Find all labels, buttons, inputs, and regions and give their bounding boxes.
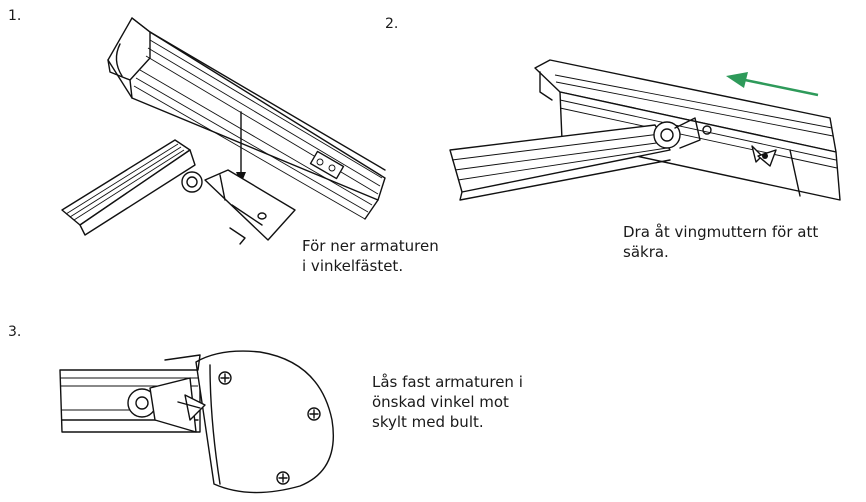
- pivot-joint: [127, 377, 206, 433]
- screw-icons: [218, 371, 321, 485]
- step-2-caption-line-2: säkra.: [623, 243, 669, 261]
- step-3-caption-line-2: önskad vinkel mot: [372, 393, 509, 411]
- wing-nut-icon: [751, 145, 777, 167]
- step-3-caption-line-3: skylt med bult.: [372, 413, 484, 431]
- step-2-number: 2.: [385, 16, 399, 32]
- step-3-number: 3.: [8, 324, 22, 340]
- green-arrow-icon: [726, 72, 819, 97]
- mounting-plate: [164, 350, 334, 494]
- arm-profile: [449, 117, 712, 201]
- step-2-caption-line-1: Dra åt vingmuttern för att: [623, 223, 819, 241]
- step-1-number: 1.: [8, 8, 22, 24]
- bracket-profile: [534, 59, 841, 201]
- arm-bracket: [61, 139, 296, 245]
- step-1-caption-line-2: i vinkelfästet.: [302, 257, 404, 275]
- step-3-caption-line-1: Lås fast armaturen i: [372, 373, 523, 391]
- step-3-caption: Lås fast armaturen i önskad vinkel mot s…: [372, 372, 523, 432]
- step-1-caption-line-1: För ner armaturen: [302, 237, 439, 255]
- step-1-caption: För ner armaturen i vinkelfästet.: [302, 236, 439, 276]
- fixture-profile: [107, 17, 386, 220]
- step-2-caption: Dra åt vingmuttern för att säkra.: [623, 222, 818, 262]
